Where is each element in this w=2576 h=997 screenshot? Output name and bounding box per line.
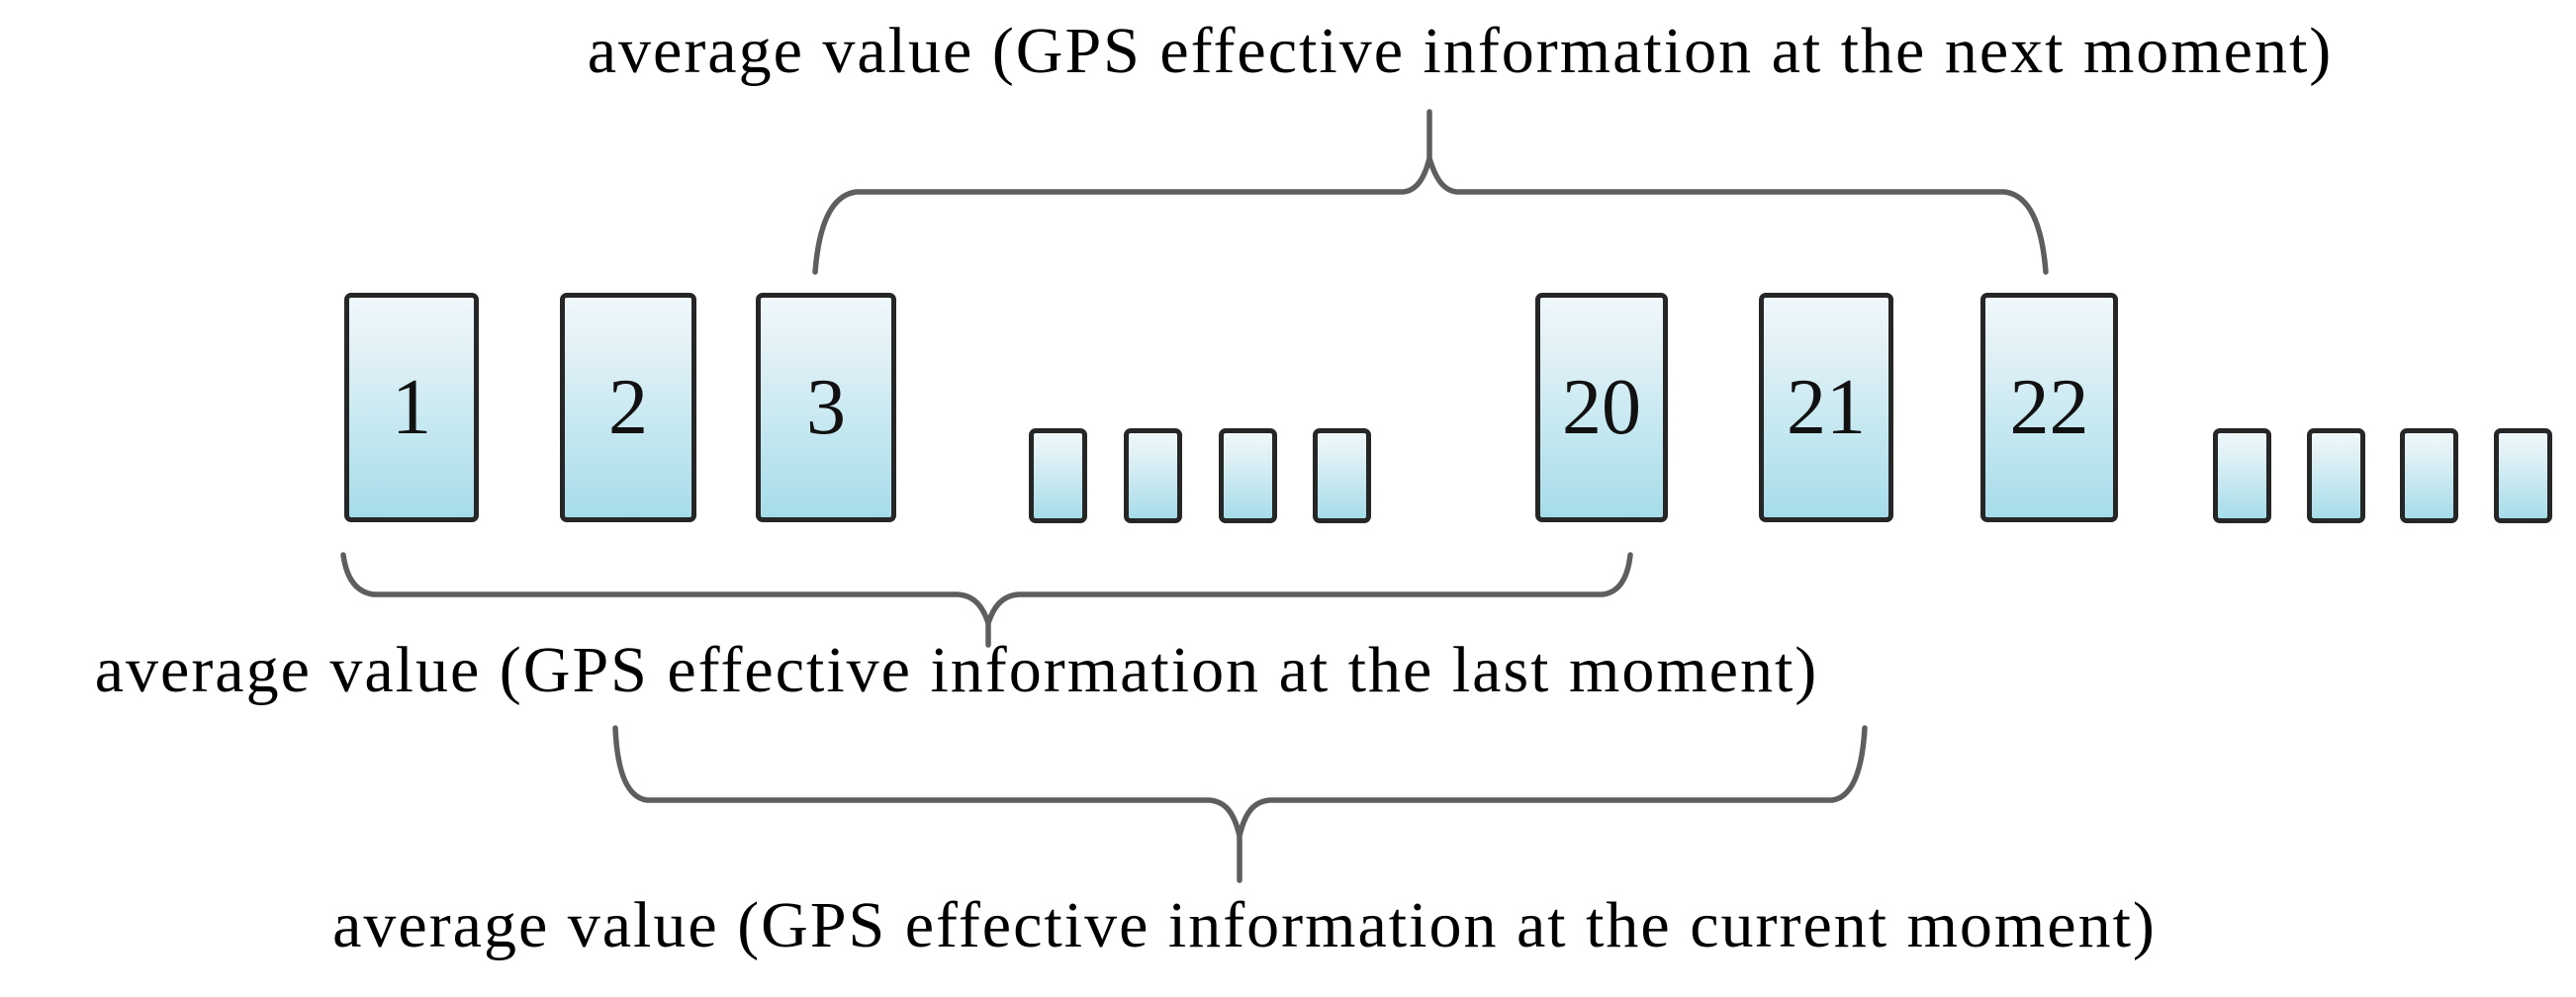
gps-point-box-21-label: 21 [1787,363,1866,451]
gps-point-box-small [1219,428,1277,523]
gps-point-box-small [2307,428,2365,523]
gps-point-box-20-label: 20 [1562,363,1641,451]
gps-point-box-small [2213,428,2271,523]
gps-point-box-small [2494,428,2552,523]
gps-point-box-small [1313,428,1371,523]
gps-point-box-small [1124,428,1182,523]
gps-point-box-2-label: 2 [608,363,648,451]
current-moment-brace [612,725,1868,883]
gps-point-box-20: 20 [1535,293,1668,522]
label-current-moment: average value (GPS effective information… [332,889,2157,961]
gps-point-box-2: 2 [560,293,696,522]
gps-point-box-1: 1 [344,293,479,522]
next-moment-brace [812,109,2049,275]
gps-point-box-22: 22 [1980,293,2118,522]
gps-point-box-3: 3 [756,293,896,522]
last-moment-brace [340,552,1633,648]
gps-point-box-3-label: 3 [806,363,846,451]
gps-point-box-22-label: 22 [2009,363,2089,451]
label-next-moment: average value (GPS effective information… [587,15,2334,87]
label-last-moment: average value (GPS effective information… [94,634,1819,706]
gps-point-box-small [2400,428,2458,523]
gps-point-box-1-label: 1 [392,363,431,451]
gps-point-box-small [1029,428,1087,523]
gps-point-box-21: 21 [1759,293,1893,522]
